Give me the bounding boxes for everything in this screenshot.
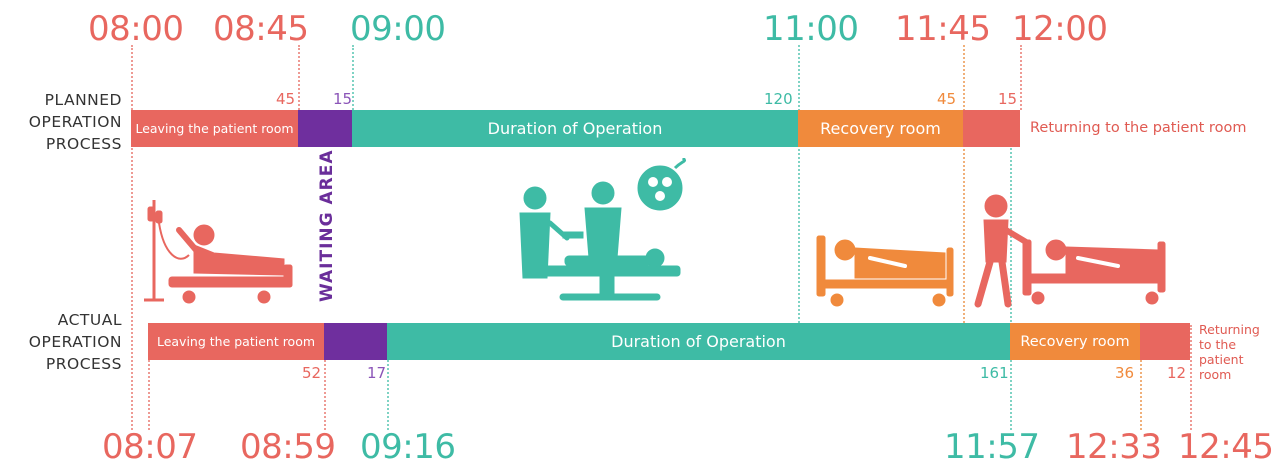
planned-time-start: 08:00 [88, 9, 184, 49]
planned-dur-returning: 15 [998, 90, 1018, 108]
actual-label-line-2: OPERATION [28, 333, 122, 351]
actual-time-operation-end: 11:57 [944, 427, 1040, 467]
guide-line-1233 [1140, 360, 1142, 430]
actual-time-start: 08:07 [102, 427, 198, 467]
planned-row-label: PLANNED OPERATION PROCESS [10, 89, 122, 155]
actual-time-waiting-start: 08:59 [240, 427, 336, 467]
planned-dur-leaving: 45 [276, 90, 296, 108]
planned-segment-returning [963, 110, 1020, 147]
waiting-area-label: WAITING AREA [317, 149, 337, 302]
planned-dur-operation: 120 [764, 90, 793, 108]
actual-label-line-3: PROCESS [45, 355, 122, 373]
planned-time-recovery-end: 11:45 [895, 9, 991, 49]
actual-segment-returning [1140, 323, 1190, 360]
guide-line-0916 [387, 360, 389, 430]
guide-line-0807 [148, 360, 150, 430]
planned-time-operation-end: 11:00 [763, 9, 859, 49]
planned-segment-operation: Duration of Operation [352, 110, 798, 147]
guide-line-1145 [963, 45, 965, 323]
planned-label-line-3: PROCESS [45, 135, 122, 153]
actual-returning-line-1: Returning [1199, 322, 1260, 337]
actual-returning-line-3: patient [1199, 352, 1244, 367]
patient-transport-icon [974, 194, 1166, 308]
actual-time-end: 12:45 [1178, 427, 1274, 467]
actual-segment-recovery: Recovery room [1010, 323, 1140, 360]
actual-segment-leaving: Leaving the patient room [148, 323, 324, 360]
actual-row-label: ACTUAL OPERATION PROCESS [10, 309, 122, 375]
actual-dur-recovery: 36 [1115, 364, 1135, 382]
actual-segment-operation: Duration of Operation [387, 323, 1010, 360]
actual-segment-waiting [324, 323, 387, 360]
actual-dur-leaving: 52 [302, 364, 322, 382]
planned-dur-recovery: 45 [937, 90, 957, 108]
planned-time-end: 12:00 [1012, 9, 1108, 49]
actual-dur-operation: 161 [980, 364, 1009, 382]
actual-time-recovery-end: 12:33 [1066, 427, 1162, 467]
guide-line-0845 [298, 45, 300, 110]
guide-line-1200 [1020, 45, 1022, 110]
planned-time-operation-start: 09:00 [350, 9, 446, 49]
actual-label-line-1: ACTUAL [57, 311, 122, 329]
planned-label-line-1: PLANNED [44, 91, 122, 109]
guide-line-0800 [131, 45, 133, 430]
planned-segment-recovery: Recovery room [798, 110, 963, 147]
guide-line-0859 [324, 360, 326, 430]
planned-segment-leaving: Leaving the patient room [131, 110, 298, 147]
guide-line-0900 [352, 45, 354, 110]
guide-line-1245 [1190, 325, 1192, 430]
patient-bed-iv-icon [144, 200, 293, 304]
planned-dur-waiting: 15 [333, 90, 353, 108]
actual-time-operation-start: 09:16 [360, 427, 456, 467]
planned-returning-label: Returning to the patient room [1030, 120, 1247, 136]
planned-label-line-2: OPERATION [28, 113, 122, 131]
actual-dur-waiting: 17 [367, 364, 387, 382]
planned-time-waiting-start: 08:45 [213, 9, 309, 49]
surgery-team-icon [519, 158, 687, 301]
guide-line-1100 [798, 45, 800, 323]
recovery-bed-icon [816, 235, 954, 307]
actual-returning-line-2: to the [1199, 337, 1237, 352]
planned-segment-waiting [298, 110, 352, 147]
guide-line-1157 [1010, 140, 1012, 430]
actual-dur-returning: 12 [1167, 364, 1187, 382]
actual-returning-line-4: room [1199, 367, 1232, 382]
actual-returning-label: Returning to the patient room [1199, 322, 1260, 382]
